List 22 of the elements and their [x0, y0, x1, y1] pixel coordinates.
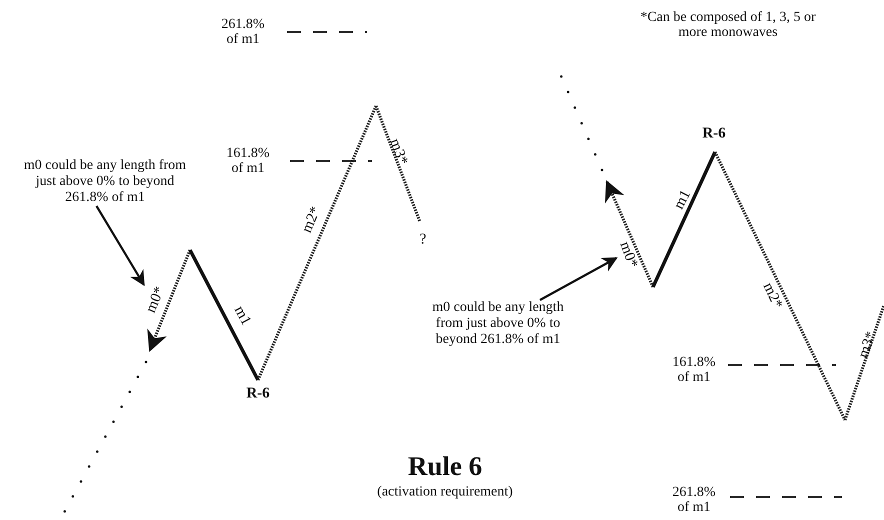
wave-label: m3* [856, 330, 880, 360]
wave-label: m3* [386, 136, 410, 168]
wave-label: m1 [672, 188, 694, 212]
callout-text: m0 could be any length from just above 0% to beyond 261.8% of m1 [20, 158, 190, 206]
footnote-text: *Can be composed of 1, 3, 5 or more monowaves [639, 10, 817, 40]
wave-label: m0* [144, 284, 168, 316]
title: Rule 6 [408, 451, 482, 481]
level-label: 161.8% of m1 [225, 146, 271, 176]
subtitle: (activation requirement) [377, 484, 513, 500]
leader-arrow [539, 257, 618, 301]
level-label: 261.8% of m1 [220, 17, 266, 47]
pivot-label: R-6 [246, 386, 270, 402]
wave-label: m2* [760, 280, 784, 312]
question-mark: ? [420, 232, 426, 248]
level-label: 261.8% of m1 [671, 485, 717, 515]
pivot-label: R-6 [702, 126, 726, 142]
wave-label: m2* [300, 204, 324, 236]
wave-label: m1 [230, 304, 254, 328]
wave-label: m0* [616, 240, 640, 270]
level-label: 161.8% of m1 [671, 355, 717, 385]
leader-arrow [96, 205, 145, 286]
callout-text: m0 could be any length from just above 0% to beyond 261.8% of m1 [428, 300, 568, 348]
